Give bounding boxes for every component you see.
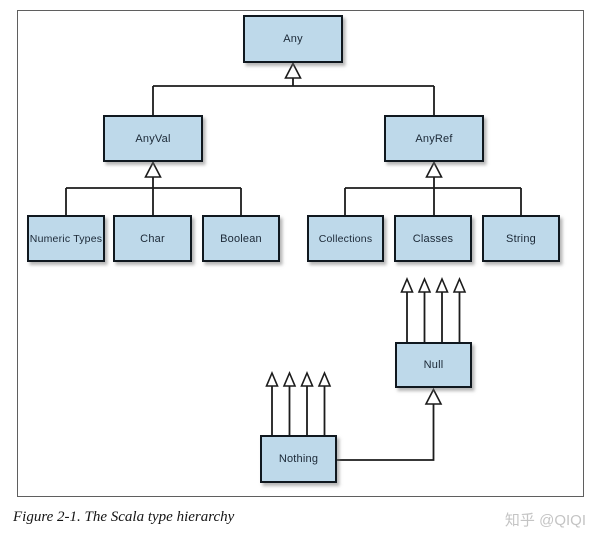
node-label: AnyVal xyxy=(135,132,171,145)
up-arrowhead xyxy=(300,370,314,387)
node-label: AnyRef xyxy=(415,132,453,145)
node-label: Any xyxy=(283,33,303,45)
node-label: String xyxy=(506,232,536,245)
node-label: Collections xyxy=(318,232,373,245)
watermark: 知乎 @QIQI xyxy=(504,512,586,529)
node-char: Char xyxy=(113,215,192,262)
nothing-upward-arrows xyxy=(265,370,332,435)
node-boolean: Boolean xyxy=(202,215,280,262)
figure-caption: Figure 2-1. The Scala type hierarchy xyxy=(13,509,235,525)
up-arrowhead xyxy=(317,370,332,387)
connector-anyval-children xyxy=(65,160,242,215)
node-label: Nothing xyxy=(278,453,319,465)
up-arrowhead xyxy=(265,370,279,387)
node-collections: Collections xyxy=(307,215,384,262)
node-label: Numeric Types xyxy=(29,232,103,245)
node-label: Char xyxy=(140,232,165,245)
connector-anyref-children xyxy=(344,160,522,215)
node-null: Null xyxy=(395,342,472,388)
up-arrowhead xyxy=(282,370,297,387)
node-nothing: Nothing xyxy=(260,435,337,483)
arrowhead-to-any xyxy=(284,61,302,79)
node-label: Null xyxy=(423,359,444,371)
up-arrowhead xyxy=(417,276,432,293)
connector-any-children xyxy=(152,61,435,115)
node-any: Any xyxy=(243,15,343,63)
node-numeric-types: Numeric Types xyxy=(27,215,105,262)
arrowhead-to-null xyxy=(424,387,443,405)
up-arrowhead xyxy=(452,276,467,293)
up-arrowhead xyxy=(435,276,449,293)
up-arrowhead xyxy=(400,276,414,293)
node-classes: Classes xyxy=(394,215,472,262)
null-upward-arrows xyxy=(400,276,467,342)
arrowhead-to-anyref xyxy=(425,160,443,178)
node-anyref: AnyRef xyxy=(384,115,484,162)
node-anyval: AnyVal xyxy=(103,115,203,162)
node-label: Boolean xyxy=(220,232,262,245)
arrowhead-to-anyval xyxy=(144,160,162,178)
connector-nothing-null xyxy=(337,387,443,461)
node-label: Classes xyxy=(412,232,454,245)
node-string: String xyxy=(482,215,560,262)
